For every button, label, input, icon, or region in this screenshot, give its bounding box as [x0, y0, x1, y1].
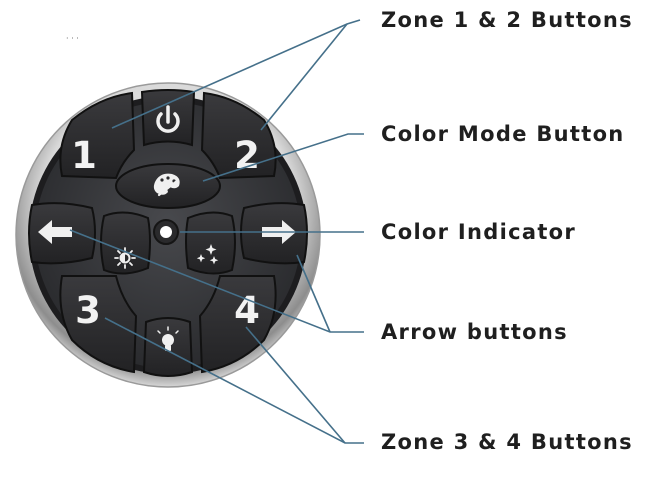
- brightness-button[interactable]: [100, 211, 151, 275]
- zone-3-button[interactable]: 3: [59, 275, 138, 374]
- color-mode-button[interactable]: [115, 163, 221, 209]
- zone-1-2-buttons-label: Zone 1 & 2 Buttons: [381, 8, 633, 32]
- sparkle-icon: [196, 244, 219, 265]
- power-button[interactable]: [140, 89, 196, 147]
- left-arrow-button[interactable]: [28, 202, 96, 265]
- arrow-buttons-label: Arrow buttons: [381, 320, 568, 344]
- left-arrow-icon: [38, 220, 72, 244]
- color-mode-button-label: Color Mode Button: [381, 122, 625, 146]
- color-indicator: [153, 219, 179, 245]
- zone-1-button[interactable]: 1: [59, 91, 136, 180]
- right-arrow-button[interactable]: [240, 202, 308, 265]
- brightness-icon: [114, 247, 136, 269]
- zone-3-4-buttons-label: Zone 3 & 4 Buttons: [381, 430, 633, 454]
- leader-zone12-b: [260, 23, 348, 131]
- zone-2-button[interactable]: 2: [200, 91, 277, 180]
- zone-3-label: 3: [75, 289, 101, 332]
- leader-color-mode: [202, 133, 364, 182]
- color-indicator-label: Color Indicator: [381, 220, 577, 244]
- leader-zone34-b: [245, 326, 346, 444]
- sparkle-button[interactable]: [185, 211, 236, 275]
- zone-1-label: 1: [71, 134, 97, 177]
- zone-2-label: 2: [234, 134, 260, 177]
- bulb-button[interactable]: [142, 317, 194, 377]
- leader-lines: [69, 19, 364, 444]
- palette-icon: [153, 173, 180, 197]
- leader-arrows-b: [296, 254, 331, 333]
- image-speckle: · · ·: [66, 34, 79, 43]
- power-icon: [156, 105, 180, 133]
